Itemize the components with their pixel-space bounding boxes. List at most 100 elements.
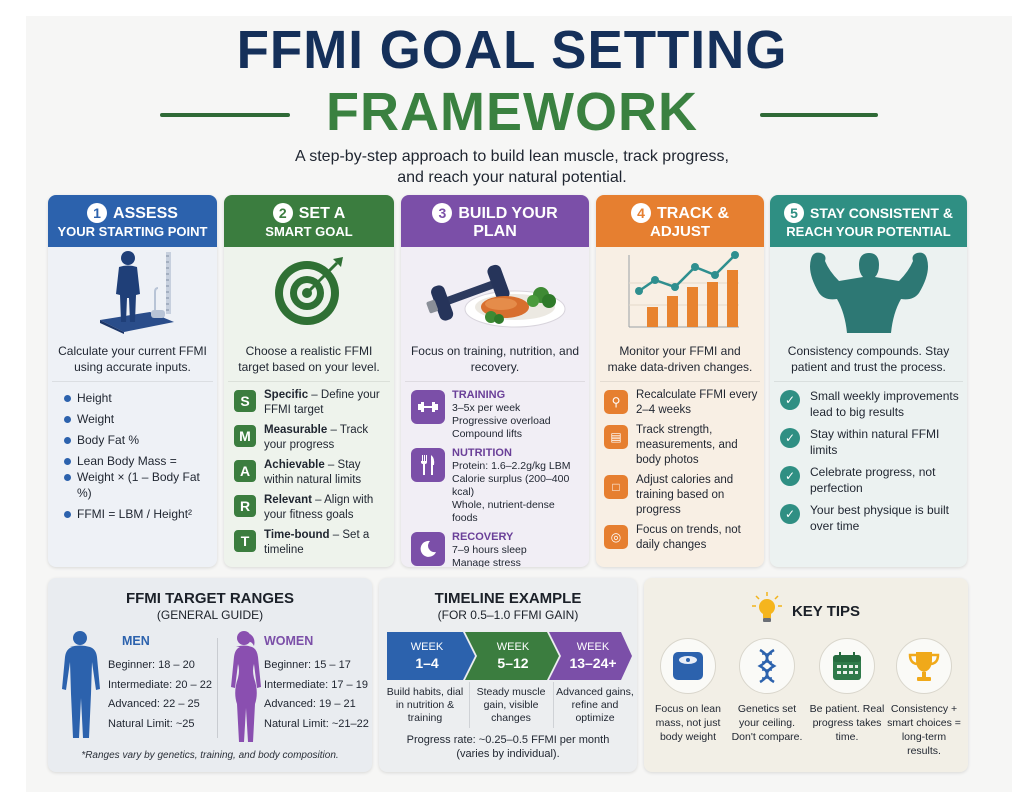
plan-item-title: TRAINING: [452, 389, 506, 401]
smart-letter-badge: A: [234, 460, 256, 482]
track-item-text: Track strength, measurements, and body p…: [636, 424, 738, 466]
step-number-badge: 3: [432, 203, 453, 223]
timeline-phase-1: WEEK 1–4: [387, 632, 467, 680]
step-title: BUILD YOUR: [458, 204, 558, 222]
women-ranges: WOMEN Beginner: 15 – 17 Intermediate: 17…: [264, 634, 369, 734]
men-label: MEN: [122, 634, 150, 648]
bullet-icon: [64, 416, 71, 423]
track-item: ▤Track strength, measurements, and body …: [604, 423, 760, 468]
tip-item: Consistency + smart choices = long-term …: [884, 638, 964, 758]
women-label: WOMEN: [264, 634, 314, 648]
smart-term: Relevant: [264, 494, 312, 506]
title-rule-left: [160, 113, 290, 117]
trophy-icon: [896, 638, 952, 694]
person-on-scale-icon: [48, 247, 217, 335]
bullet-icon: [64, 437, 71, 444]
divider: [774, 381, 963, 382]
bullet-icon: [64, 474, 71, 481]
tip-text: Genetics set your ceiling. Don't compare…: [731, 703, 803, 743]
phase-label: WEEK: [410, 641, 444, 653]
plan-item-line: 7–9 hours sleep: [452, 544, 527, 556]
range-line: Beginner: 18 – 20: [108, 659, 195, 671]
key-tips-panel: KEY TIPS Focus on lean mass, not just bo…: [644, 578, 968, 772]
step-description: Monitor your FFMI and make data-driven c…: [607, 344, 753, 374]
smart-item-text: Relevant – Align with your fitness goals: [264, 493, 388, 523]
scale-icon: ⚲: [604, 390, 628, 414]
progress-chart-icon: [596, 247, 764, 335]
step-title: SET A: [298, 204, 346, 222]
tip-item: Be patient. Real progress takes time.: [807, 638, 887, 744]
subtitle-line-1: A step-by-step approach to build lean mu…: [295, 148, 729, 165]
target-icon: [224, 247, 394, 335]
track-actions-list: ⚲Recalculate FFMI every 2–4 weeks ▤Track…: [596, 382, 764, 553]
plan-item-body: NUTRITION Protein: 1.6–2.2g/kg LBM Calor…: [452, 446, 583, 525]
divider: [600, 381, 760, 382]
track-item: ◎Focus on trends, not daily changes: [604, 523, 760, 553]
plan-item-line: 3–5x per week: [452, 402, 521, 414]
check-item: ✓Celebrate progress, not perfection: [780, 464, 961, 496]
page-subtitle: A step-by-step approach to build lean mu…: [0, 146, 1024, 188]
check-item-text: Your best physique is built over time: [810, 503, 949, 533]
phase-range: 1–4: [415, 655, 439, 671]
range-line: Advanced: 22 – 25: [108, 698, 200, 710]
men-ranges: MEN Beginner: 18 – 20 Intermediate: 20 –…: [108, 634, 212, 734]
checkmark-icon: ✓: [780, 504, 800, 524]
step-number-badge: 1: [87, 203, 108, 223]
list-item-text: Weight: [77, 412, 115, 426]
range-line: Intermediate: 20 – 22: [108, 678, 212, 691]
smart-item-achievable: A Achievable – Stay within natural limits: [234, 458, 388, 488]
list-item: Height: [64, 390, 209, 406]
plan-item-line: Progressive overload: [452, 415, 551, 427]
progress-rate-line: Progress rate: ~0.25–0.5 FFMI per month: [406, 734, 610, 746]
check-item: ✓Stay within natural FFMI limits: [780, 426, 961, 458]
list-item-text: Lean Body Mass =: [77, 454, 177, 468]
list-item: Body Fat %: [64, 432, 209, 448]
plan-item-recovery: RECOVERY 7–9 hours sleep Manage stress R…: [411, 530, 583, 567]
plan-item-nutrition: NUTRITION Protein: 1.6–2.2g/kg LBM Calor…: [411, 446, 583, 525]
list-item-text: Body Fat %: [77, 433, 140, 447]
bathroom-scale-icon: [660, 638, 716, 694]
smart-detail: – Define your FFMI target: [264, 389, 380, 416]
smart-detail: – Stay within natural limits: [264, 459, 362, 486]
step-description: Focus on training, nutrition, and recove…: [410, 344, 580, 374]
flexing-torso-icon: [770, 247, 967, 335]
smart-item-text: Time-bound – Set a timeline: [264, 528, 388, 558]
ranges-footnote: *Ranges vary by genetics, training, and …: [81, 750, 339, 761]
phase-range: 13–24+: [569, 655, 617, 671]
dumbbell-icon: [411, 390, 445, 424]
track-item-text: Focus on trends, not daily changes: [636, 524, 741, 551]
divider: [228, 381, 390, 382]
smart-detail: – Track your progress: [264, 424, 369, 451]
title-rule-right: [760, 113, 878, 117]
bullet-icon: [64, 395, 71, 402]
phase-description: Build habits, dial in nutrition & traini…: [386, 686, 464, 724]
plan-item-training: TRAINING 3–5x per week Progressive overl…: [411, 388, 583, 441]
phase-description: Steady muscle gain, visible changes: [476, 686, 546, 724]
tip-text: Consistency + smart choices = long-term …: [887, 703, 961, 757]
smart-term: Achievable: [264, 459, 325, 471]
fork-knife-icon: [411, 448, 445, 482]
page-title-secondary: FRAMEWORK: [326, 82, 698, 142]
divider: [217, 638, 218, 738]
smart-item-text: Achievable – Stay within natural limits: [264, 458, 388, 488]
phase-label: WEEK: [576, 641, 610, 653]
step-subtitle: REACH YOUR POTENTIAL: [786, 224, 951, 239]
plan-item-line: Calorie surplus (200–400 kcal): [452, 473, 570, 498]
range-line: Beginner: 15 – 17: [264, 659, 351, 671]
step-subtitle: ADJUST: [649, 223, 710, 240]
plan-item-body: TRAINING 3–5x per week Progressive overl…: [452, 388, 551, 441]
track-item: ⚲Recalculate FFMI every 2–4 weeks: [604, 388, 760, 418]
